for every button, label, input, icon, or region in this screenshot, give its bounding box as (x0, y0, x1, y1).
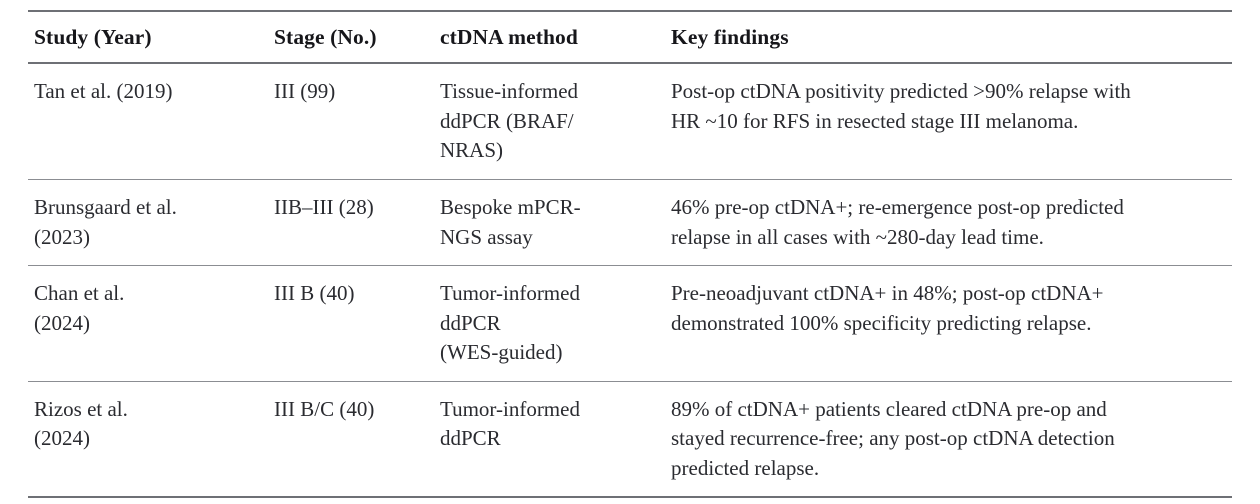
column-header-stage: Stage (No.) (268, 11, 434, 65)
cell-key-findings: 46% pre-op ctDNA+; re-emergence post-op … (665, 179, 1232, 267)
cell-stage: III (99) (268, 63, 434, 181)
cell-text-line: III (99) (274, 79, 336, 104)
cell-text-line: III B (40) (274, 281, 355, 306)
table-row: Tan et al. (2019) III (99) Tissue-inform… (28, 63, 1232, 181)
cell-text-line: ddPCR (440, 426, 501, 451)
cell-key-findings: Post-op ctDNA positivity predicted >90% … (665, 63, 1232, 181)
cell-ctdna-method: Tumor-informed ddPCR (WES-guided) (434, 265, 665, 382)
table-header: Study (Year) Stage (No.) ctDNA method Ke… (28, 11, 1232, 65)
cell-ctdna-method: Tumor-informed ddPCR (434, 381, 665, 499)
cell-text-line: Tan et al. (2019) (34, 79, 173, 104)
cell-stage: IIB–III (28) (268, 179, 434, 267)
table-row: Rizos et al. (2024) III B/C (40) Tumor-in… (28, 381, 1232, 499)
cell-ctdna-method: Tissue-informed ddPCR (BRAF/NRAS) (434, 63, 665, 181)
cell-study: Brunsgaard et al. (2023) (28, 179, 268, 267)
table-row: Brunsgaard et al. (2023) IIB–III (28) Bes… (28, 179, 1232, 267)
cell-study: Rizos et al. (2024) (28, 381, 268, 499)
cell-stage: III B/C (40) (268, 381, 434, 499)
column-header-ctdna-method: ctDNA method (434, 11, 665, 65)
cell-text-line: relapse in all cases with ~280-day lead … (671, 224, 1044, 249)
table-header-row: Study (Year) Stage (No.) ctDNA method Ke… (28, 11, 1232, 65)
cell-text-line: (WES-guided) (440, 340, 563, 365)
cell-text-line: ddPCR (440, 310, 501, 335)
cell-stage: III B (40) (268, 265, 434, 382)
column-header-key-findings: Key findings (665, 11, 1232, 65)
cell-text-line: HR ~10 for RFS in resected stage III mel… (671, 108, 1079, 133)
cell-text-line: 46% pre-op ctDNA+; re-emergence post-op … (671, 195, 1124, 219)
cell-text-line: Bespoke mPCR- (440, 195, 581, 219)
table-row: Chan et al. (2024) III B (40) Tumor-infor… (28, 265, 1232, 382)
cell-study: Chan et al. (2024) (28, 265, 268, 382)
cell-text-line: III B/C (40) (274, 396, 375, 421)
cell-text-line: (2024) (34, 310, 90, 335)
cell-text-line: Post-op ctDNA positivity predicted >90% … (671, 79, 1131, 104)
cell-text-line: Tissue-informed (440, 79, 579, 104)
cell-text-line: Rizos et al. (34, 396, 128, 421)
cell-key-findings: Pre-neoadjuvant ctDNA+ in 48%; post-op c… (665, 265, 1232, 382)
study-table-container: Study (Year) Stage (No.) ctDNA method Ke… (28, 10, 1232, 499)
cell-text-line: predicted relapse. (671, 455, 820, 480)
cell-text-line: IIB–III (28) (274, 195, 374, 219)
cell-text-line: Pre-neoadjuvant ctDNA+ in 48%; post-op c… (671, 281, 1104, 306)
cell-key-findings: 89% of ctDNA+ patients cleared ctDNA pre… (665, 381, 1232, 499)
cell-text-line: demonstrated 100% specificity predicting… (671, 310, 1092, 335)
cell-text-line: NRAS) (440, 138, 504, 163)
cell-text-line: stayed recurrence-free; any post-op ctDN… (671, 426, 1115, 451)
cell-text-line: (2023) (34, 224, 90, 249)
cell-text-line: 89% of ctDNA+ patients cleared ctDNA pre… (671, 396, 1107, 421)
cell-study: Tan et al. (2019) (28, 63, 268, 181)
cell-text-line: Chan et al. (34, 281, 125, 306)
cell-text-line: Brunsgaard et al. (34, 195, 177, 219)
cell-text-line: ddPCR (BRAF/ (440, 108, 574, 133)
cell-text-line: (2024) (34, 426, 90, 451)
cell-text-line: Tumor-informed (440, 396, 580, 421)
cell-ctdna-method: Bespoke mPCR- NGS assay (434, 179, 665, 267)
ctdna-studies-table: Study (Year) Stage (No.) ctDNA method Ke… (28, 10, 1232, 499)
table-body: Tan et al. (2019) III (99) Tissue-inform… (28, 63, 1232, 499)
column-header-study: Study (Year) (28, 11, 268, 65)
cell-text-line: NGS assay (440, 224, 533, 249)
cell-text-line: Tumor-informed (440, 281, 580, 306)
